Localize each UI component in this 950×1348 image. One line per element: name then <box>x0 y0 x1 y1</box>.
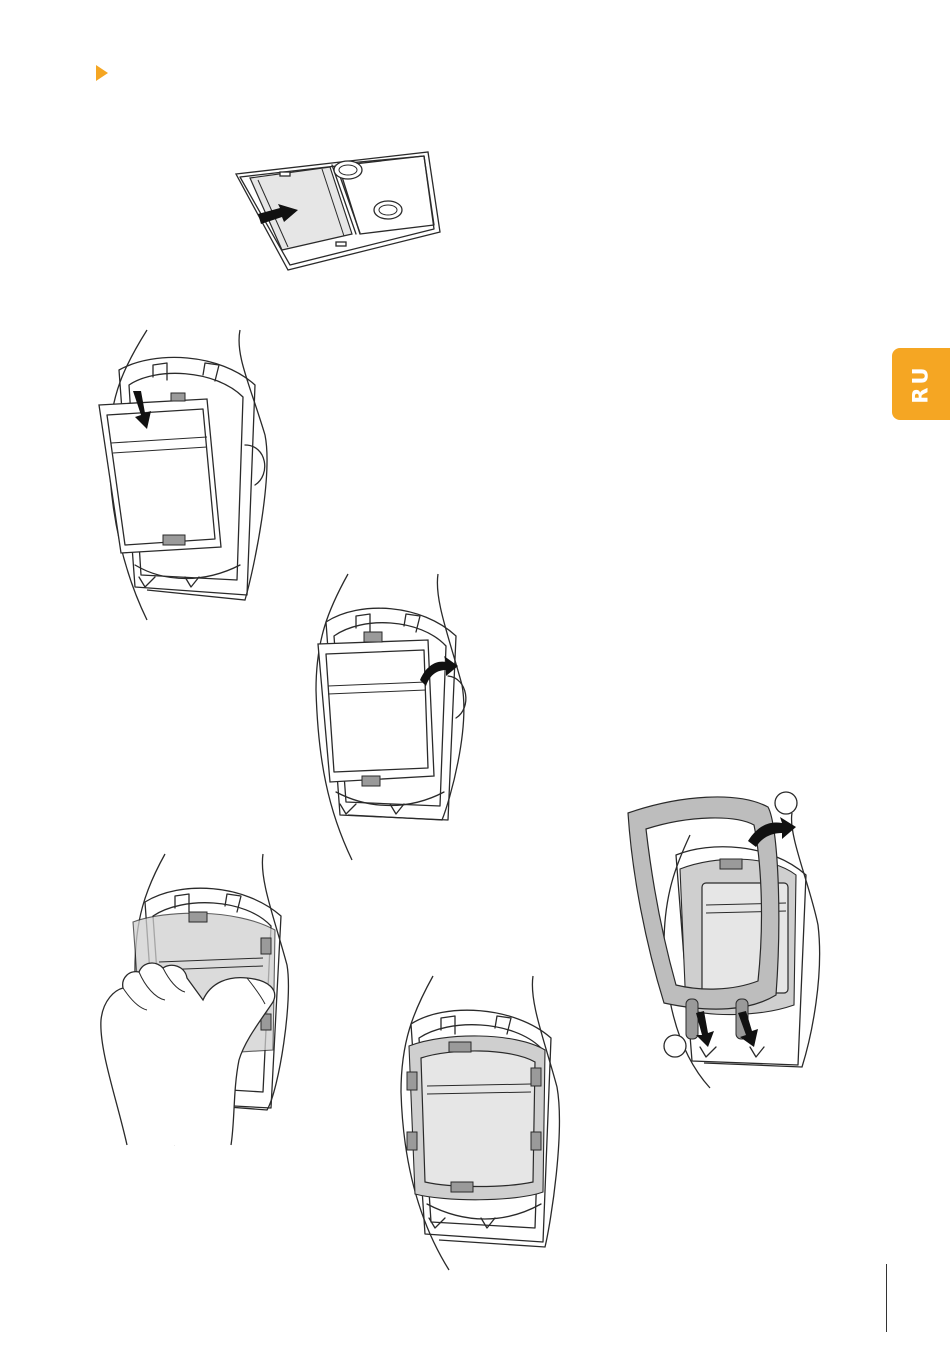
device-insert-filter-illustration <box>95 325 275 625</box>
hand-press-filter-illustration <box>95 850 300 1145</box>
language-tab[interactable]: RU <box>892 348 950 420</box>
device-filter-seated-illustration <box>395 972 570 1272</box>
bullet-marker-icon <box>96 65 108 81</box>
page-footer-divider <box>886 1264 887 1332</box>
device-tilt-filter-illustration <box>310 570 480 865</box>
filter-package-illustration <box>228 150 448 275</box>
language-tab-label: RU <box>909 364 933 403</box>
device-attach-cover-illustration <box>620 785 835 1090</box>
